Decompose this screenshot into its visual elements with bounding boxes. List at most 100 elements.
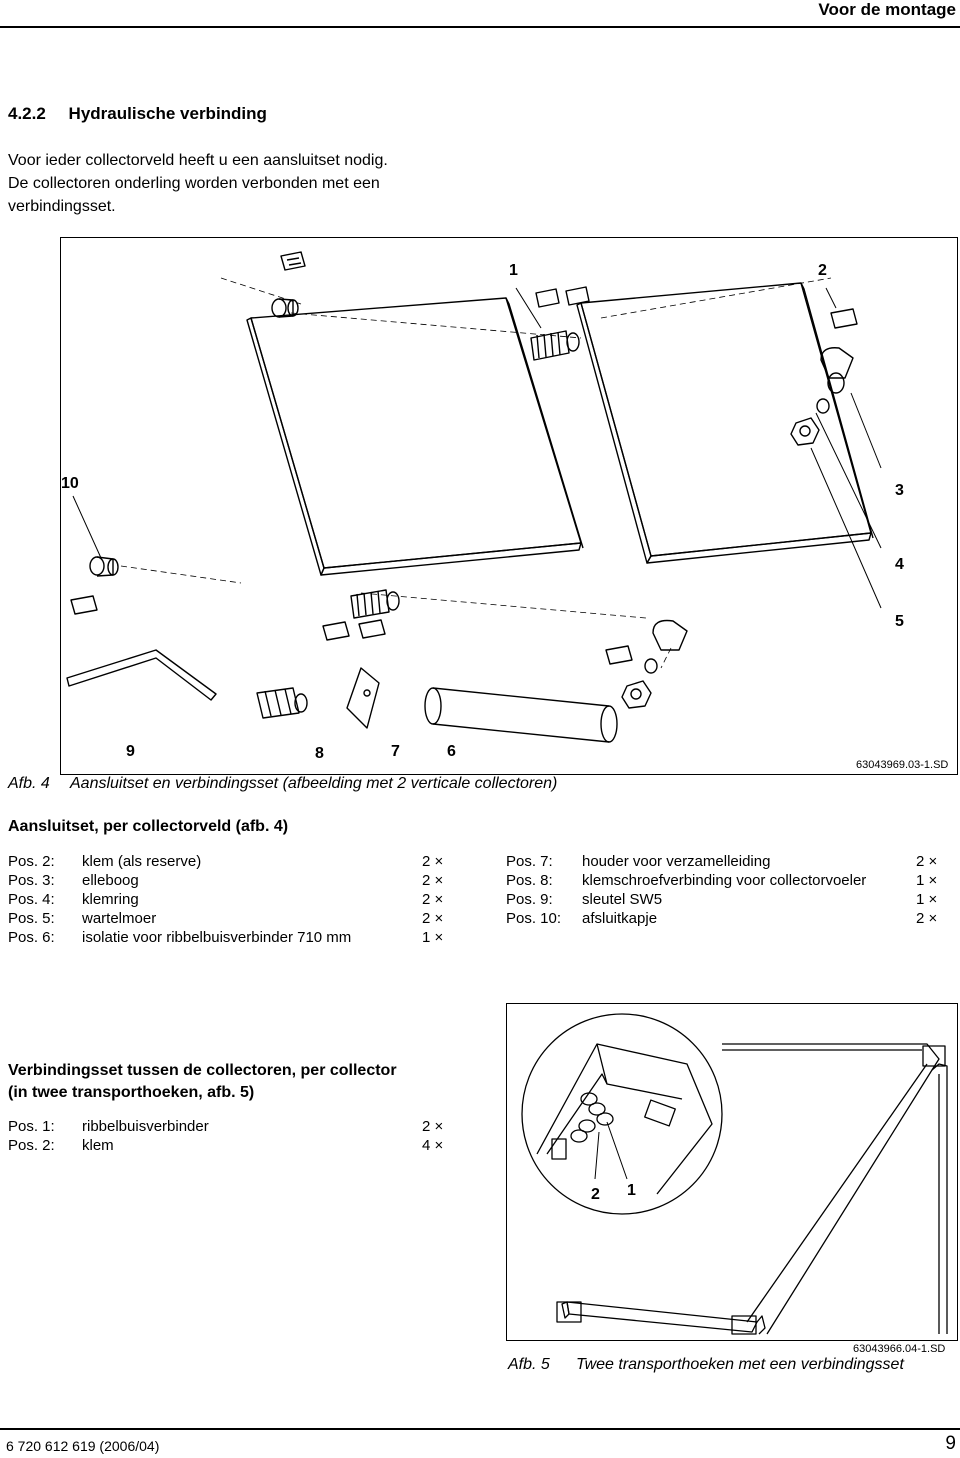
item-text: klemring: [82, 891, 139, 908]
figure-connection-set: 1 2 3 4 5 6 7 8 9 10 63043969.03-1.SD: [60, 237, 958, 775]
hex-key-icon: [66, 649, 217, 701]
figure-code: 63043969.03-1.SD: [856, 759, 949, 771]
collector-panel-left: [246, 297, 584, 576]
figure-connection-set-drawing: [66, 251, 882, 743]
item-text: houder voor verzamelleiding: [582, 853, 771, 870]
pos-label: Pos. 2:: [8, 853, 55, 870]
figure-code: 63043966.04-1.SD: [853, 1343, 946, 1355]
list-item: Pos. 10: afsluitkapje 2 ×: [506, 909, 956, 928]
document-number: 6 720 612 619 (2006/04): [6, 1438, 160, 1454]
list-item: Pos. 9: sleutel SW5 1 ×: [506, 890, 956, 909]
item-qty: 2 ×: [422, 891, 444, 908]
pos-label: Pos. 5:: [8, 910, 55, 927]
intro-line: verbindingsset.: [8, 198, 116, 215]
screw-connection-icon: [256, 687, 308, 719]
figure-label: 10: [61, 475, 79, 492]
pos-label: Pos. 8:: [506, 872, 553, 889]
aansluitset-list-left: Pos. 2: klem (als reserve) 2 × Pos. 3:elle…: [8, 852, 448, 947]
list-item: Pos. 8: klemschroefverbinding voor collec…: [506, 871, 956, 890]
pos-label: Pos. 2:: [8, 1137, 55, 1154]
fittings-bottom-right: [605, 619, 688, 709]
aansluitset-list-right: Pos. 7: houder voor verzamelleiding 2 × Po…: [506, 852, 956, 928]
dash-lines: [120, 277, 832, 669]
figure-label: 7: [391, 743, 400, 760]
pos-label: Pos. 3:: [8, 872, 55, 889]
pos-label: Pos. 7:: [506, 853, 553, 870]
cap-icon: [271, 298, 299, 318]
figure-label: 8: [315, 745, 324, 762]
item-text: sleutel SW5: [582, 891, 663, 908]
item-qty: 1 ×: [916, 872, 938, 889]
verbindingsset-heading-line1: Verbindingsset tussen de collectoren, pe…: [8, 1062, 397, 1079]
figure-label: 4: [895, 556, 904, 573]
list-item: Pos. 7: houder voor verzamelleiding 2 ×: [506, 852, 956, 871]
figure-label: 3: [895, 482, 904, 499]
list-item: Pos. 2: klem (als reserve) 2 ×: [8, 852, 448, 871]
item-text: klem: [82, 1137, 114, 1154]
item-qty: 2 ×: [422, 872, 444, 889]
fittings-top-right: [790, 308, 858, 446]
item-qty: 2 ×: [422, 853, 444, 870]
list-item: Pos. 1: ribbelbuisverbinder 2 ×: [8, 1117, 448, 1136]
list-item: Pos. 6:isolatie voor ribbelbuisverbinder…: [8, 928, 448, 947]
corrugated-connector-detail: [570, 1092, 614, 1143]
pos-label: Pos. 10:: [506, 910, 562, 927]
figure-label: 6: [447, 743, 456, 760]
section-heading: 4.2.2 Hydraulische verbinding: [8, 104, 267, 124]
figure-caption-prefix: Afb. 4: [8, 775, 50, 792]
item-qty: 1 ×: [916, 891, 938, 908]
corner-bracket: [536, 1043, 713, 1195]
collector-panel-right: [576, 282, 874, 564]
figure-label: 2: [818, 262, 827, 279]
pos-label: Pos. 6:: [8, 929, 55, 946]
figure-label: 5: [895, 613, 904, 630]
figure-transport-corners: 2 1: [506, 1003, 958, 1341]
item-qty: 4 ×: [422, 1137, 444, 1154]
item-text: afsluitkapje: [582, 910, 658, 927]
aansluitset-heading: Aansluitset, per collectorveld (afb. 4): [8, 818, 289, 835]
insulation-tube-icon: [424, 687, 618, 743]
item-text: ribbelbuisverbinder: [82, 1118, 209, 1135]
verbindingsset-heading-line2: (in twee transporthoeken, afb. 5): [8, 1084, 255, 1101]
clip-icon: [280, 251, 306, 271]
figure-caption: Twee transporthoeken met een verbindings…: [576, 1356, 904, 1373]
figure-label: 1: [627, 1182, 636, 1199]
list-item: Pos. 5: wartelmoer 2 ×: [8, 909, 448, 928]
list-item: Pos. 4: klemring 2 ×: [8, 890, 448, 909]
figure-label: 1: [509, 262, 518, 279]
figure-transport-corners-drawing: [521, 1013, 948, 1335]
pos-label: Pos. 1:: [8, 1118, 55, 1135]
header-rule: [0, 26, 960, 28]
item-text: klemschroefverbinding voor collectorvoel…: [582, 872, 867, 889]
item-qty: 2 ×: [422, 910, 444, 927]
magnifier-circle: [521, 1013, 723, 1215]
page-number: 9: [945, 1433, 956, 1454]
item-text: wartelmoer: [82, 910, 157, 927]
list-item: Pos. 2: klem 4 ×: [8, 1136, 448, 1155]
pos-label: Pos. 4:: [8, 891, 55, 908]
holder-icon: [346, 667, 380, 729]
figure-caption: Aansluitset en verbindingsset (afbeeldin…: [70, 775, 558, 792]
collector-frame: [556, 1043, 948, 1335]
figure-label: 9: [126, 743, 135, 760]
intro-line: De collectoren onderling worden verbonde…: [8, 175, 380, 192]
running-header: Voor de montage: [818, 0, 956, 19]
item-qty: 2 ×: [916, 910, 938, 927]
item-qty: 1 ×: [422, 929, 444, 946]
item-qty: 2 ×: [916, 853, 938, 870]
figure-label: 2: [591, 1186, 600, 1203]
item-text: klem (als reserve): [82, 853, 202, 870]
section-title: Hydraulische verbinding: [68, 104, 267, 123]
corrugated-connector-bottom: [322, 589, 400, 641]
leader-lines: [594, 1121, 628, 1180]
intro-paragraph: Voor ieder collectorveld heeft u een aan…: [8, 149, 468, 218]
pos-label: Pos. 9:: [506, 891, 553, 908]
corrugated-connector-top: [530, 286, 590, 361]
fittings-bottom-left: [70, 556, 119, 615]
intro-line: Voor ieder collectorveld heeft u een aan…: [8, 152, 388, 169]
figure-caption-prefix: Afb. 5: [508, 1356, 550, 1373]
leader-lines: [72, 287, 882, 609]
item-qty: 2 ×: [422, 1118, 444, 1135]
section-number: 4.2.2: [8, 104, 46, 123]
